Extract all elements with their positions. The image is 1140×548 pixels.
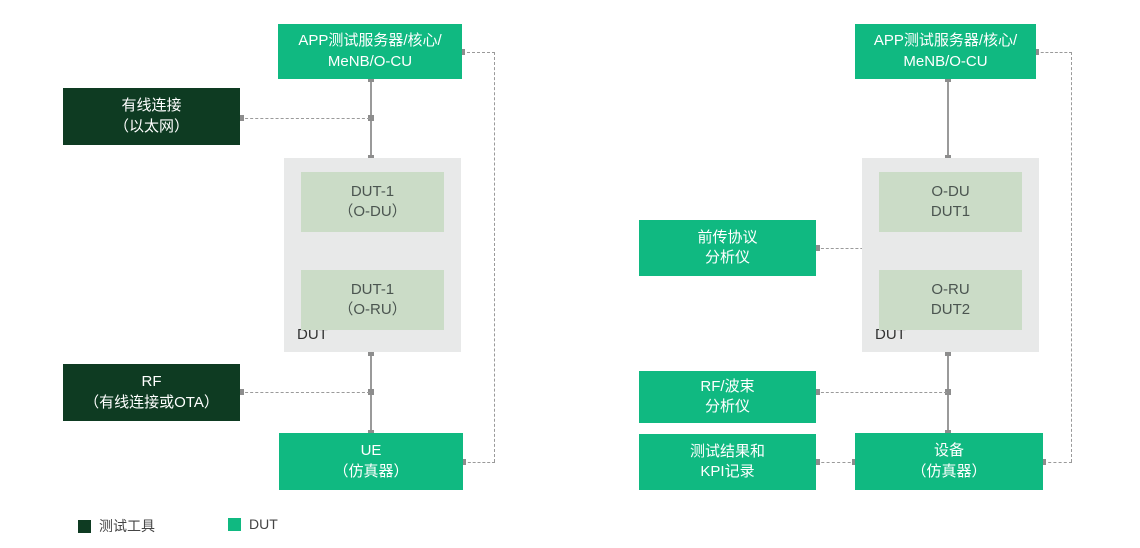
endpoint-right-rfbeam-right: [814, 389, 820, 395]
connector-left-loop-bottom: [463, 462, 495, 463]
endpoint-left-ue-right: [460, 459, 466, 465]
legend-label-dut: DUT: [249, 516, 278, 532]
legend-item-test-tool: 测试工具: [78, 516, 155, 536]
dut-group-left-label: DUT: [297, 326, 328, 343]
node-left-dut-odu[interactable]: DUT-1 （O-DU）: [301, 172, 444, 232]
endpoint-right-rfbeam-junction: [945, 389, 951, 395]
connector-right-loop-side: [1071, 52, 1072, 462]
node-right-rf-beam-analyzer[interactable]: RF/波束 分析仪: [639, 371, 816, 423]
endpoint-left-rf-junction: [368, 389, 374, 395]
legend-label-test-tool: 测试工具: [99, 518, 155, 534]
node-right-app-server[interactable]: APP测试服务器/核心/ MeNB/O-CU: [855, 24, 1036, 79]
connector-left-wired-dashed: [240, 118, 370, 119]
endpoint-right-fronthaul-right: [814, 245, 820, 251]
endpoint-left-wired-junction: [368, 115, 374, 121]
node-left-dut-oru[interactable]: DUT-1 （O-RU）: [301, 270, 444, 330]
endpoint-left-rf-right: [238, 389, 244, 395]
node-right-kpi-recorder[interactable]: 测试结果和 KPI记录: [639, 434, 816, 490]
connector-right-app-to-dut: [947, 79, 949, 159]
endpoint-left-dutgroup-bottom: [368, 350, 374, 356]
endpoint-left-wired-right: [238, 115, 244, 121]
legend-item-dut: DUT: [228, 516, 278, 532]
connector-left-rf-dashed: [240, 392, 370, 393]
node-right-dut-odu[interactable]: O-DU DUT1: [879, 172, 1022, 232]
node-left-rf-tool[interactable]: RF （有线连接或OTA）: [63, 364, 240, 421]
endpoint-right-kpi-right: [814, 459, 820, 465]
connector-right-loop-top: [1036, 52, 1072, 53]
connector-right-rfbeam-dashed: [816, 392, 947, 393]
node-right-fronthaul-analyzer[interactable]: 前传协议 分析仪: [639, 220, 816, 276]
node-right-dut-oru[interactable]: O-RU DUT2: [879, 270, 1022, 330]
connector-right-loop-bottom: [1043, 462, 1072, 463]
dut-group-right-label: DUT: [875, 326, 906, 343]
endpoint-left-app-right: [459, 49, 465, 55]
connector-left-loop-side: [494, 52, 495, 462]
node-left-app-server[interactable]: APP测试服务器/核心/ MeNB/O-CU: [278, 24, 462, 79]
endpoint-right-dutgroup-bottom: [945, 350, 951, 356]
node-right-device[interactable]: 设备 （仿真器）: [855, 433, 1043, 490]
endpoint-right-device-right: [1040, 459, 1046, 465]
node-left-ue[interactable]: UE （仿真器）: [279, 433, 463, 490]
endpoint-right-app-bottom: [945, 76, 951, 82]
endpoint-right-app-right: [1033, 49, 1039, 55]
legend-swatch-dut: [228, 517, 241, 531]
connector-right-kpi-dashed: [816, 462, 856, 463]
endpoint-left-app-bottom: [368, 76, 374, 82]
node-left-wired-tool[interactable]: 有线连接 （以太网）: [63, 88, 240, 145]
connector-left-loop-top: [462, 52, 495, 53]
legend-swatch-test-tool: [78, 519, 91, 533]
